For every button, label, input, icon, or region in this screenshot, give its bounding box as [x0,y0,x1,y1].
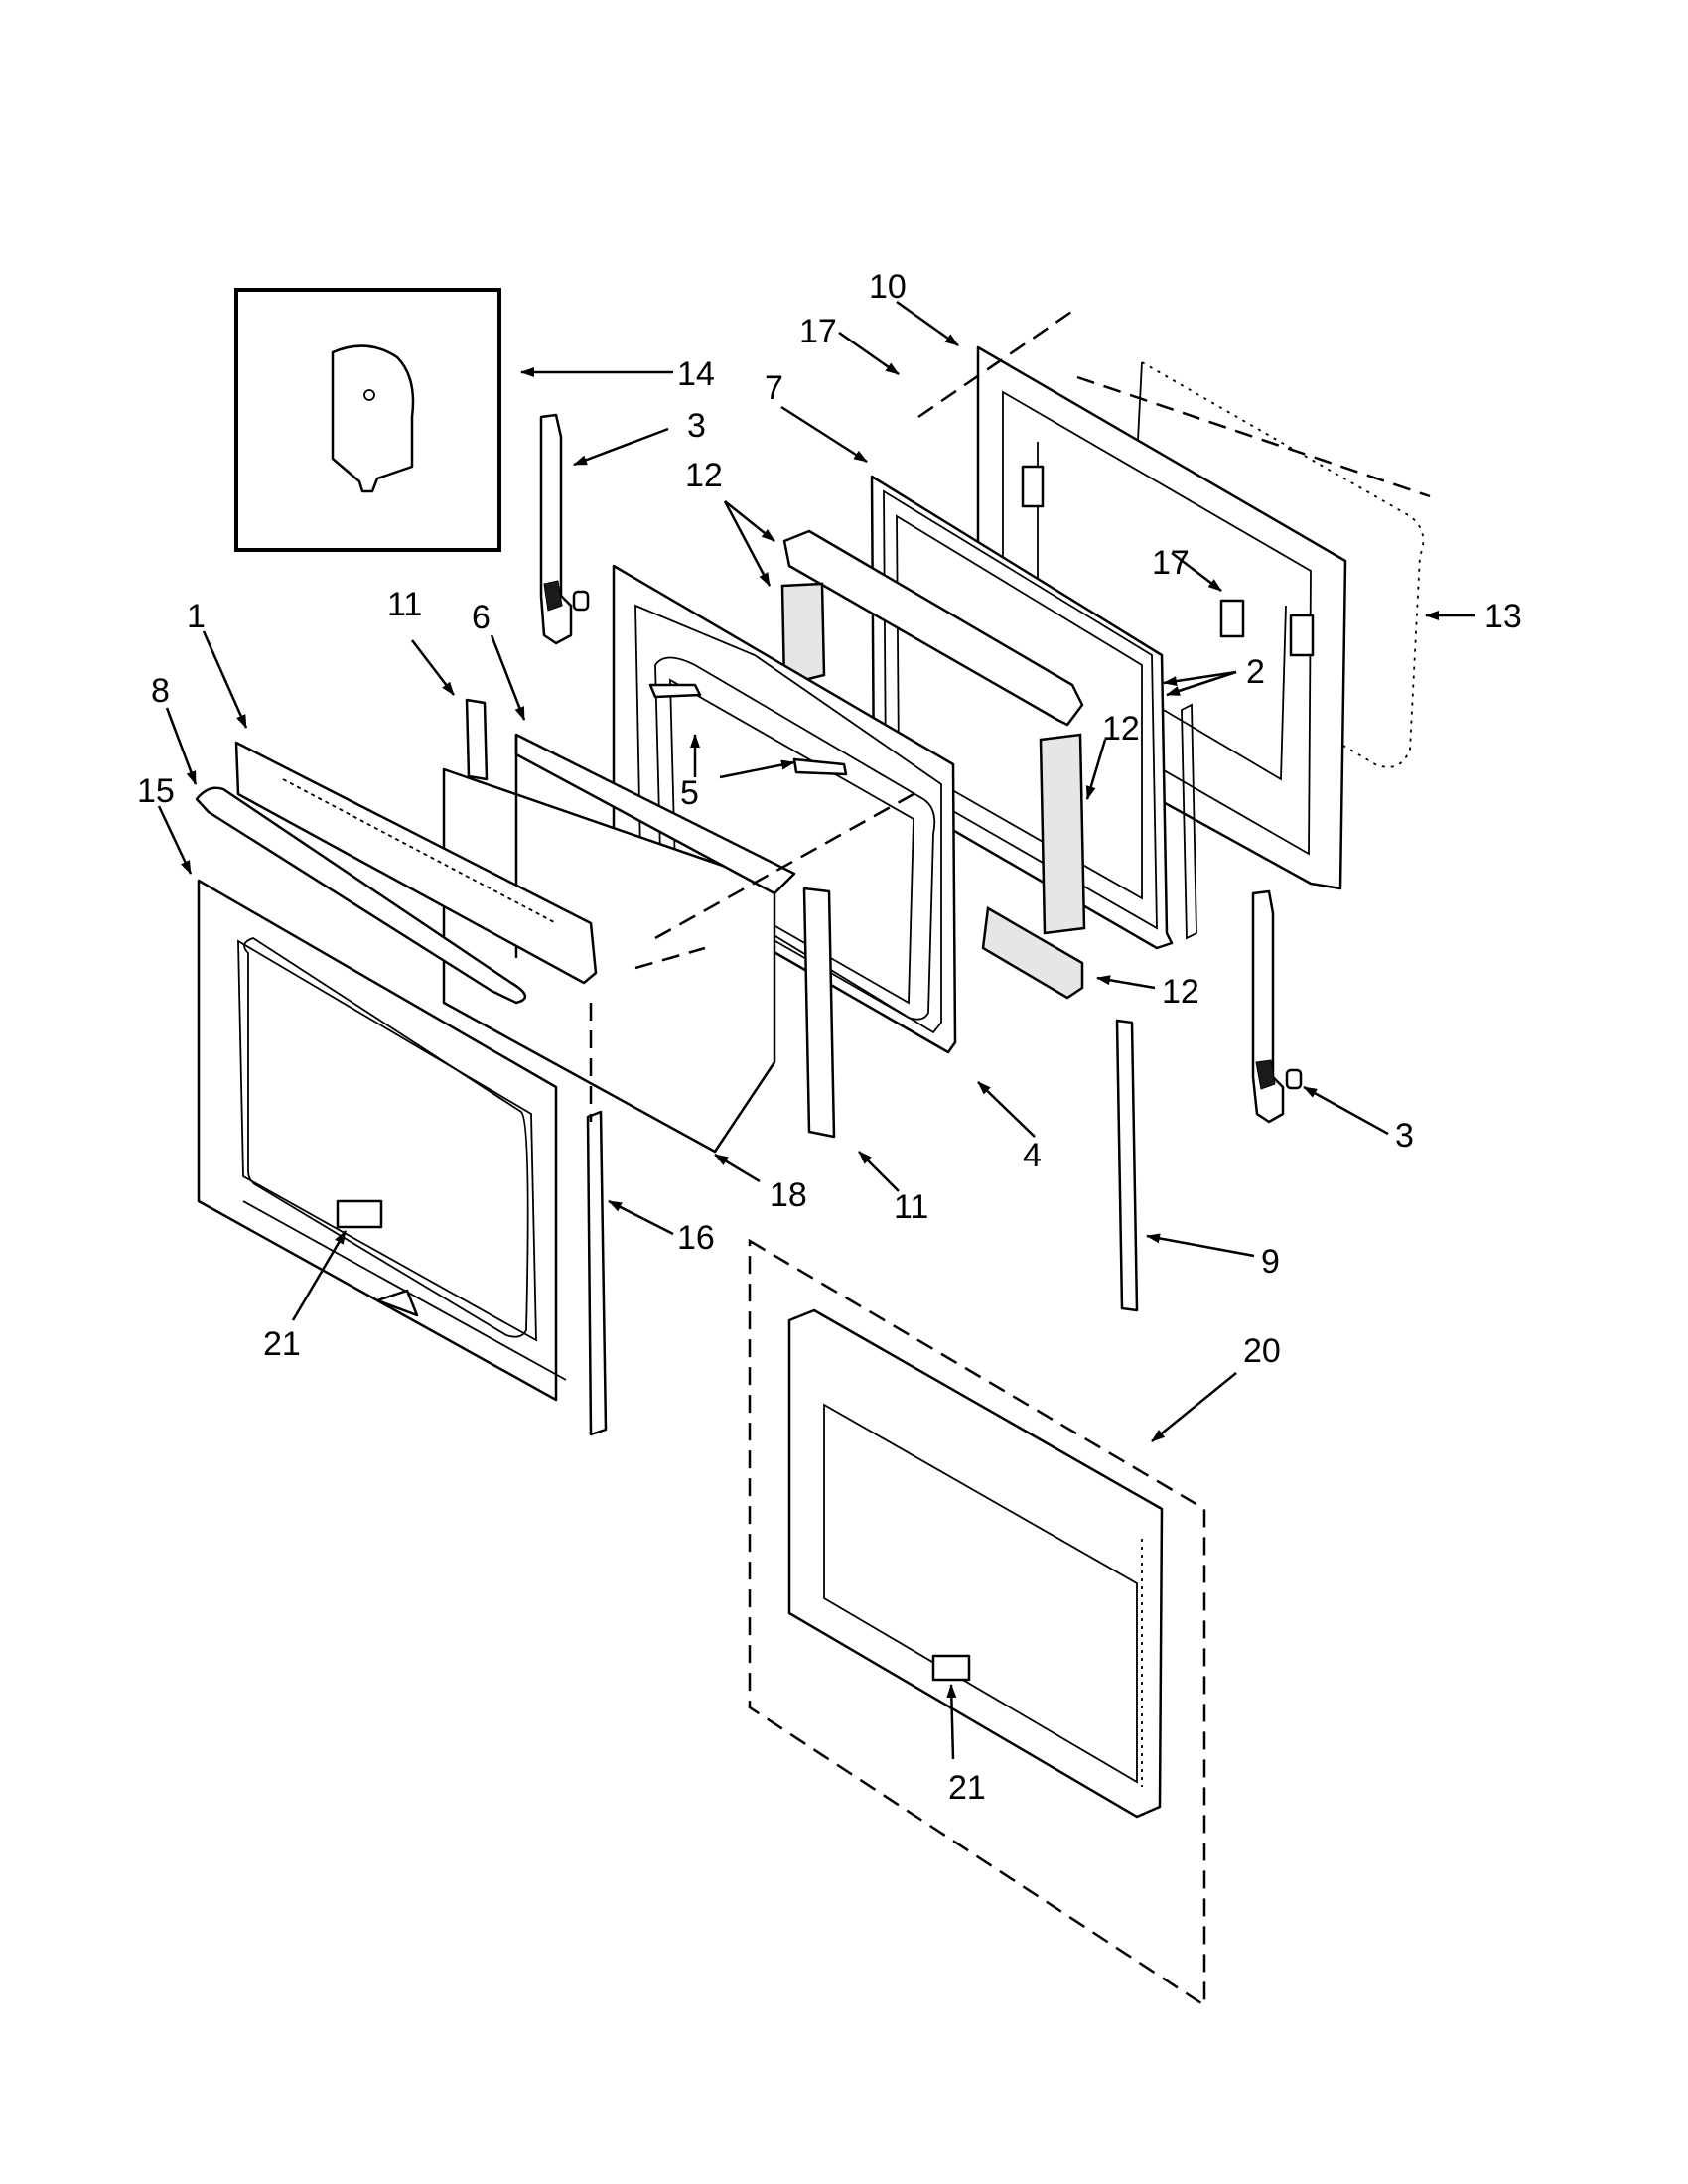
insulation-right-part-12 [1039,733,1086,935]
door-bottom-trim [242,1200,567,1381]
callout-7: 7 [765,369,783,407]
callout-18: 18 [770,1176,807,1214]
callout-20: 20 [1243,1332,1281,1370]
callout-8: 8 [151,672,170,710]
insulation-left-part-12 [780,582,826,687]
glass-panel-part-2 [1181,703,1197,940]
callout-17-top: 17 [799,313,837,350]
bracket-left-part-11 [465,698,489,781]
handle-top-part-1 [234,741,598,985]
callout-21-bottom: 21 [948,1769,986,1807]
callout-6: 6 [472,599,491,636]
callout-5: 5 [680,774,699,812]
callout-14: 14 [677,355,715,393]
callout-16: 16 [677,1219,715,1257]
callout-12-top: 12 [685,457,723,494]
callout-15: 15 [137,772,175,810]
insulation-top-part-12 [782,529,1084,727]
callout-9: 9 [1261,1243,1280,1281]
bracket-part-5 [648,683,848,776]
outer-door-part-15 [197,879,558,1402]
door-side-trim-part-16 [586,1110,608,1436]
callout-12-right: 12 [1102,710,1140,748]
handle-bar-part-8 [195,786,526,1005]
callout-13: 13 [1484,598,1522,635]
alignment-lines [589,306,1431,1122]
callout-4: 4 [1023,1137,1042,1174]
callout-labels: 1 8 15 11 6 12 7 17 10 14 3 17 13 2 12 5… [137,268,1522,1807]
callout-3-bottom: 3 [1395,1117,1414,1155]
alternate-door-part-20 [748,1238,1206,2008]
callout-12-bottom: 12 [1162,973,1199,1011]
part-14-inset [234,288,501,552]
callout-leaders [157,300,1475,1760]
hinge-lower-part-3 [1251,889,1303,1124]
callout-11-bottom: 11 [894,1188,928,1226]
callout-21-left: 21 [263,1325,301,1363]
hinge-upper-part-3 [539,413,590,645]
callout-11-left: 11 [387,586,422,623]
callout-3-top: 3 [687,407,706,445]
callout-2: 2 [1246,653,1265,691]
callout-1: 1 [187,598,206,635]
bracket-right-part-11 [802,887,836,1139]
callout-17-right: 17 [1152,544,1190,582]
callout-10: 10 [869,268,907,306]
side-trim-part-9 [1115,1019,1139,1312]
